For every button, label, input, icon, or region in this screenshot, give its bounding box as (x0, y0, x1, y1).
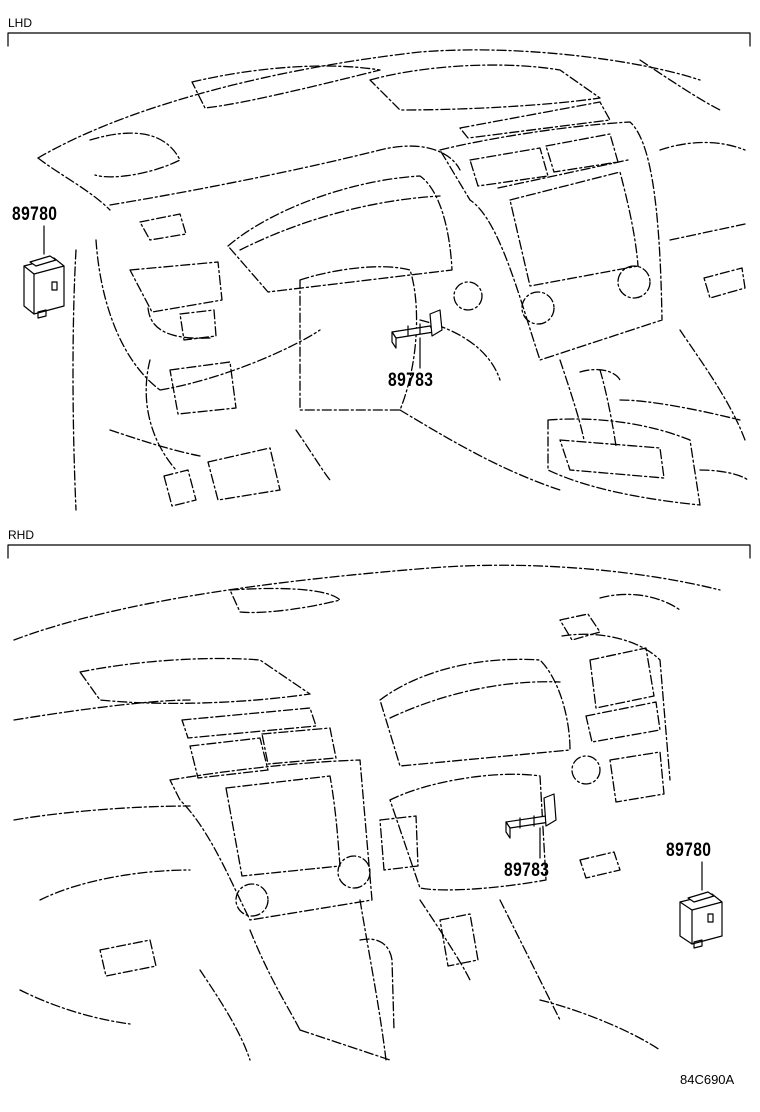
figure-code: 84C690A (680, 1072, 735, 1087)
part-number-lhd-89780[interactable]: 89780 (12, 204, 58, 225)
part-number-lhd-89783[interactable]: 89783 (388, 370, 434, 391)
rhd-dashboard-drawing (13, 564, 721, 1061)
lhd-bracket-icon (391, 309, 443, 369)
part-number-rhd-89780[interactable]: 89780 (666, 840, 712, 861)
rhd-frame-bracket (7, 544, 751, 559)
rhd-bracket-icon (505, 793, 557, 859)
part-number-rhd-89783[interactable]: 89783 (504, 860, 550, 881)
lhd-frame-bracket (7, 32, 751, 47)
lhd-dashboard-drawing (37, 49, 749, 511)
lhd-module-box-icon (23, 225, 65, 319)
section-label-lhd: LHD (8, 16, 33, 30)
rhd-module-box-icon (679, 861, 723, 949)
section-label-rhd: RHD (8, 528, 34, 542)
